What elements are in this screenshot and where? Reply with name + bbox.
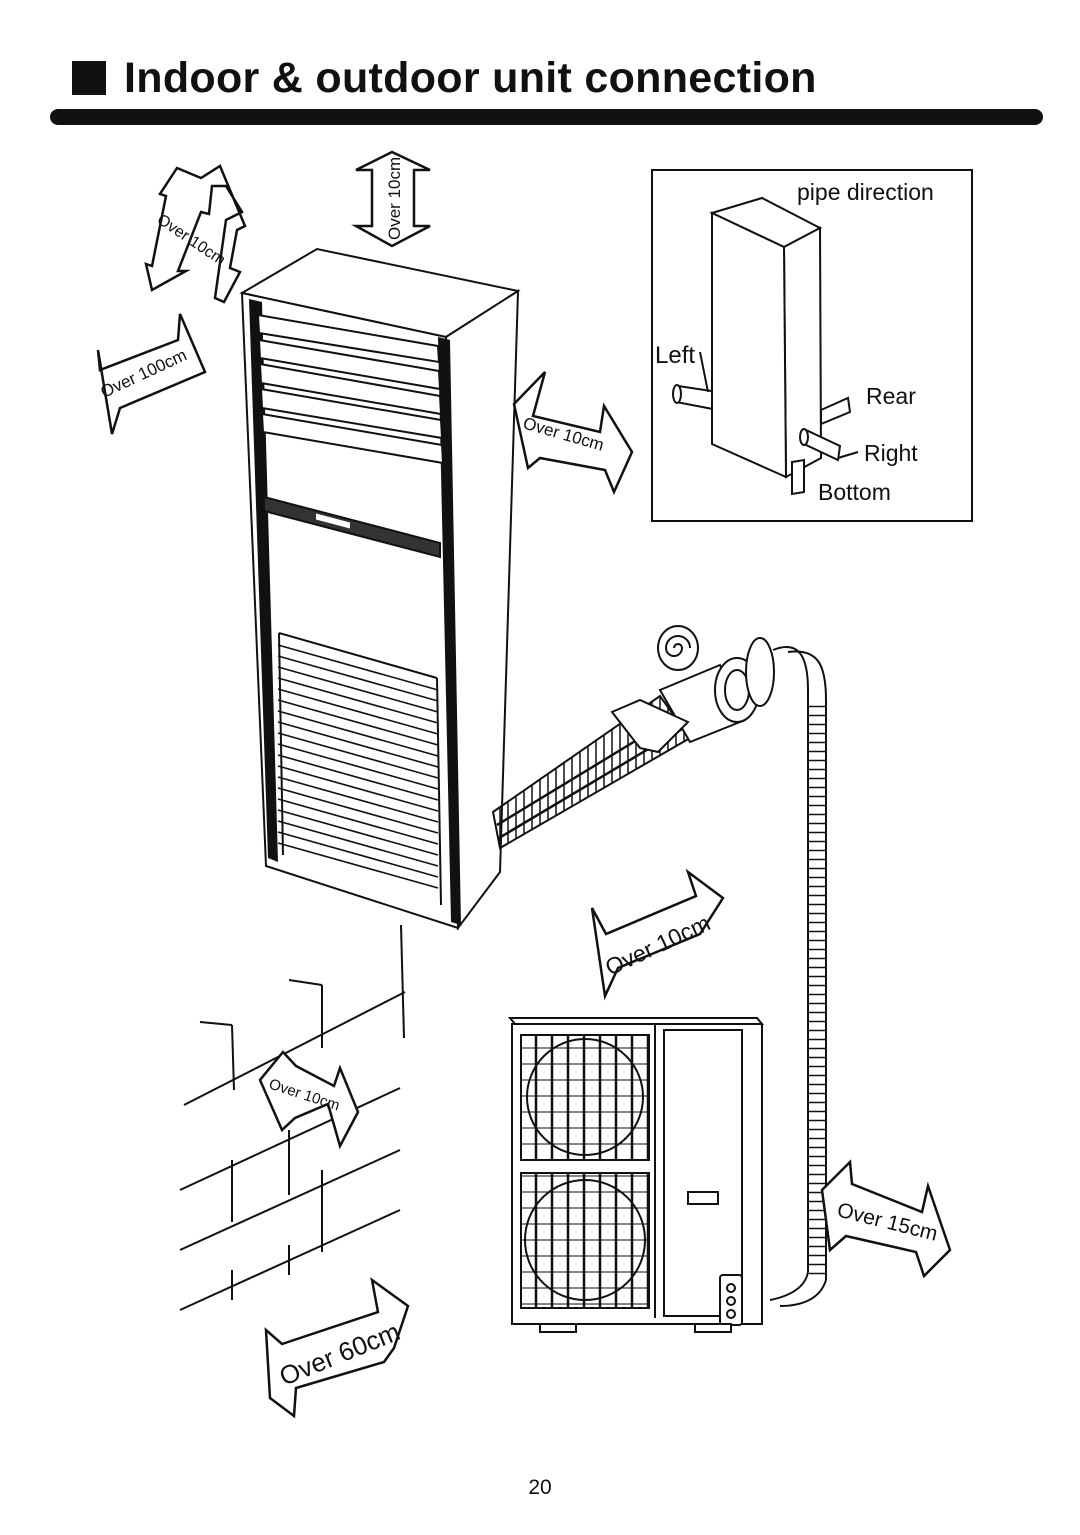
outdoor-label-plate: [687, 1191, 719, 1205]
indoor-intake-grille: [277, 632, 442, 906]
clearance-arrow-left-lower: [96, 313, 207, 435]
indoor-display-strip: [263, 495, 441, 559]
clearance-arrow-outdoor-right: [820, 1159, 952, 1279]
drain-hose: [769, 645, 827, 1307]
pipe-direction-left: Left: [655, 342, 695, 369]
clearance-arrow-outdoor-top: [590, 868, 725, 1001]
clearance-arrow-left-upper: [144, 164, 247, 304]
clearance-label-top: Over 10cm: [385, 157, 404, 240]
outdoor-fan-upper: [520, 1034, 650, 1161]
page-heading: Indoor & outdoor unit connection: [72, 52, 817, 104]
outdoor-unit: [507, 1017, 765, 1333]
pipe-direction-rear: Rear: [866, 383, 916, 409]
insulation-tape-roll: [657, 625, 699, 671]
heading-bullet-square: [72, 61, 106, 95]
clearance-arrow-outdoor-rear: [258, 1050, 360, 1150]
pipe-direction-panel: pipe direction Left Rear Right Bottom: [651, 169, 973, 522]
clearance-arrow-right-indoor: [512, 371, 634, 496]
wall-bricks: [179, 924, 406, 1311]
indoor-upper-louvers: [256, 313, 445, 465]
pipe-direction-title: pipe direction: [797, 179, 934, 205]
outdoor-fan-lower: [520, 1172, 650, 1309]
indoor-unit: [239, 247, 521, 931]
page-title: Indoor & outdoor unit connection: [124, 53, 817, 102]
clearance-arrow-front: [264, 1277, 410, 1419]
title-rule: [50, 109, 1043, 125]
pipe-direction-box: [672, 196, 859, 496]
pipe-direction-bottom: Bottom: [818, 479, 891, 505]
pipe-direction-right: Right: [864, 440, 918, 466]
page-number: 20: [528, 1476, 552, 1499]
clearance-arrow-top: [351, 150, 431, 248]
connecting-pipe: [491, 625, 775, 850]
